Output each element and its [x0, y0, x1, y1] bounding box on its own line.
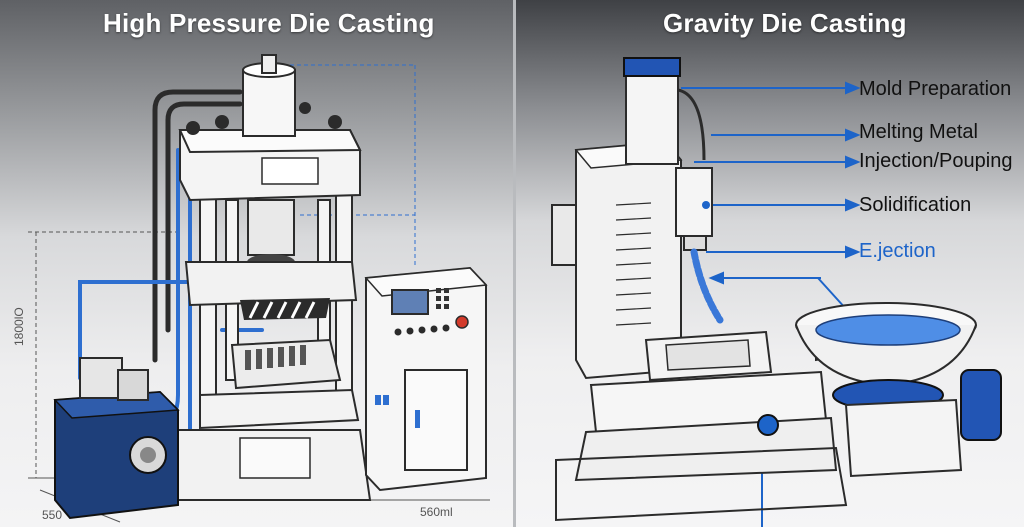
gdc-title: Gravity Die Casting [663, 8, 907, 38]
panel-gravity: Gravity Die Casting Mold Preparation Mel… [516, 0, 1024, 527]
hpdc-title: High Pressure Die Casting [103, 8, 435, 38]
step-mold-preparation: Mold Preparation [859, 78, 1012, 100]
column-ribs [615, 202, 652, 326]
step-ejection: E.jection [859, 240, 936, 262]
head-bolts [186, 102, 342, 135]
panel-divider [513, 0, 516, 527]
gdc-machine-illustration [551, 57, 1002, 527]
panel-high-pressure: High Pressure Die Casting 1800lO 560ml 5… [0, 0, 514, 527]
hydraulic-pipes [152, 89, 243, 363]
callout-arrows [681, 81, 861, 527]
step-injection-pouring: Injection/Pouping [859, 150, 1013, 172]
step-solidification: Solidification [859, 194, 972, 216]
hpdc-machine-illustration [28, 54, 490, 523]
dimension-height-label: 1800lO [12, 307, 26, 346]
dimension-depth-label: 550 [42, 508, 63, 522]
step-melting-metal: Melting Metal [859, 121, 978, 143]
dimension-width-label: 560ml [420, 505, 453, 519]
